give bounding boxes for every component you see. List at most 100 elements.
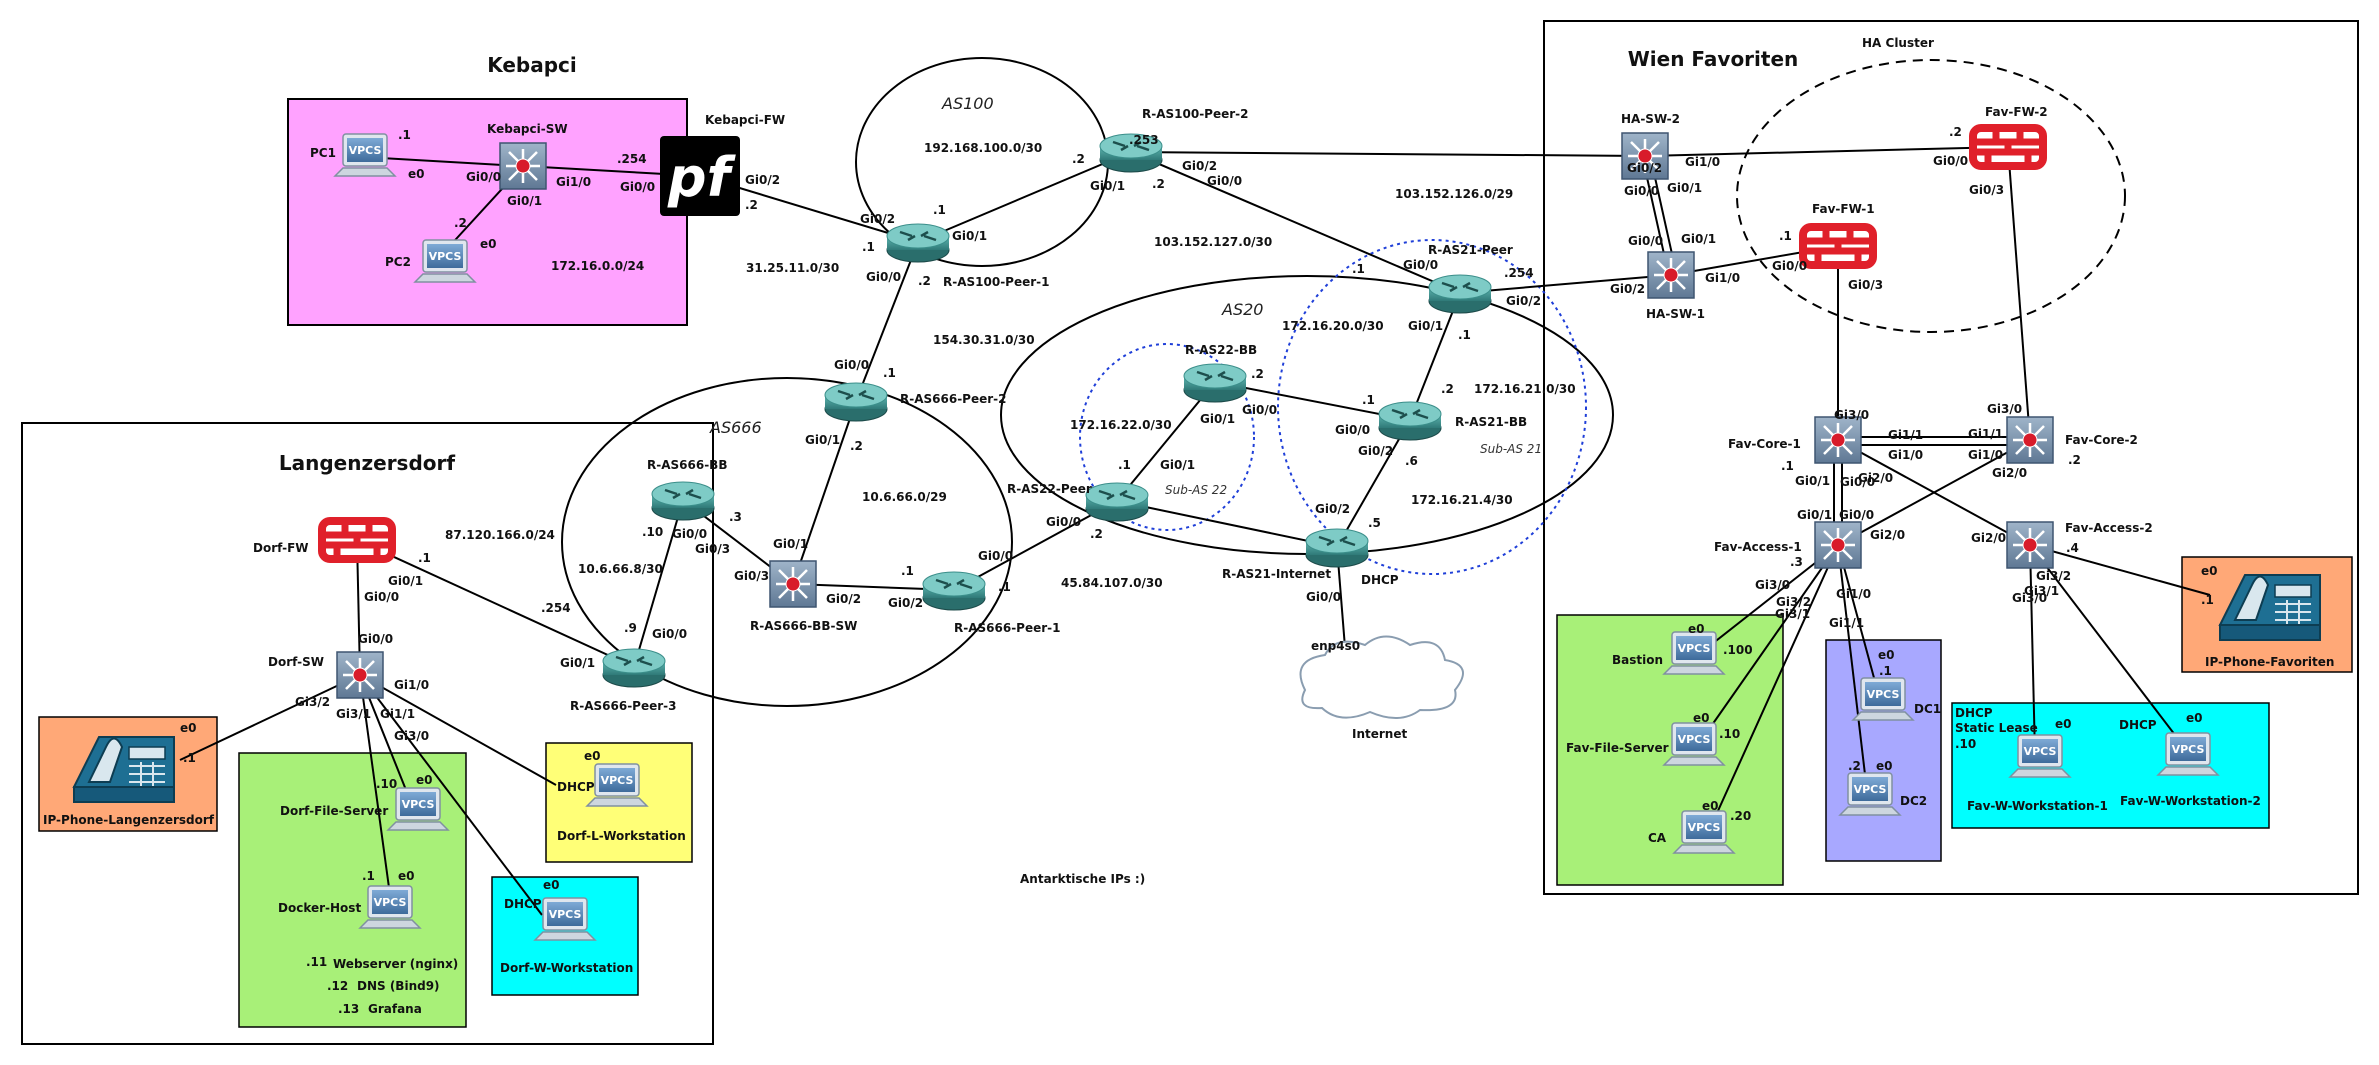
- interface-label: Gi0/1: [1160, 458, 1195, 472]
- interface-label: Gi0/0: [1403, 258, 1438, 272]
- dorf-sw-icon[interactable]: [335, 650, 385, 700]
- interface-label: Gi3/0: [1834, 408, 1869, 422]
- interface-label: .253: [1129, 133, 1159, 147]
- ha-sw-1-icon[interactable]: [1646, 250, 1696, 300]
- interface-label: Gi0/3: [695, 542, 730, 556]
- interface-label: .2: [1441, 382, 1454, 396]
- interface-label: .2: [1090, 527, 1103, 541]
- dorf-file-server-pc-icon[interactable]: VPCS: [387, 787, 449, 831]
- dorf-l-workstation-pc-icon[interactable]: VPCS: [586, 763, 648, 807]
- pc2-pc-icon[interactable]: VPCS: [414, 239, 476, 283]
- dc2-pc-icon[interactable]: VPCS: [1839, 772, 1901, 816]
- label-r-as666-peer-2: R-AS666-Peer-2: [900, 392, 1007, 406]
- interface-label: e0: [180, 721, 197, 735]
- fav-access-2-icon[interactable]: [2005, 520, 2055, 570]
- interface-label: Gi1/0: [1836, 587, 1871, 601]
- interface-label: Gi1/1: [380, 707, 415, 721]
- interface-label: Gi0/0: [364, 590, 399, 604]
- label-ca: CA: [1648, 831, 1667, 845]
- r-as666-bb-icon[interactable]: [650, 480, 716, 522]
- interface-label: Gi0/2: [1182, 159, 1217, 173]
- dc1-pc-icon[interactable]: VPCS: [1852, 677, 1914, 721]
- r-as666-bb-sw-icon[interactable]: [768, 559, 818, 609]
- label-r-as666-peer-3: R-AS666-Peer-3: [570, 699, 677, 713]
- fav-w-workstation-2-pc-icon[interactable]: VPCS: [2157, 732, 2219, 776]
- interface-label: .9: [624, 621, 637, 635]
- fav-core-2-icon[interactable]: [2005, 415, 2055, 465]
- interface-label: Gi0/2: [1627, 161, 1662, 175]
- dorf-w-workstation-pc-icon[interactable]: VPCS: [534, 897, 596, 941]
- r-as22-peer-icon[interactable]: [1084, 481, 1150, 523]
- fav-fw-2-icon[interactable]: [1973, 128, 2043, 166]
- wien-area: [1543, 20, 2359, 895]
- note-dhcp-static-3: .10: [1955, 737, 1976, 751]
- r-as666-peer-2-icon[interactable]: [823, 381, 889, 423]
- interface-label: .2: [1949, 125, 1962, 139]
- interface-label: .2: [1152, 177, 1165, 191]
- r-as21-peer-icon[interactable]: [1427, 273, 1493, 315]
- label-dorf-fw: Dorf-FW: [253, 541, 309, 555]
- fav-file-server-pc-icon[interactable]: VPCS: [1663, 722, 1725, 766]
- interface-label: Gi1/0: [1685, 155, 1720, 169]
- fav-core-1-icon[interactable]: [1813, 415, 1863, 465]
- interface-label: Gi0/0: [1335, 423, 1370, 437]
- docker-host-pc-icon[interactable]: VPCS: [359, 885, 421, 929]
- service-dns-name: DNS (Bind9): [357, 979, 440, 993]
- vpcs-screen-label: VPCS: [601, 774, 634, 787]
- vpcs-screen-label: VPCS: [549, 908, 582, 921]
- interface-label: Gi0/3: [1848, 278, 1883, 292]
- label-dorf-sw: Dorf-SW: [268, 655, 324, 669]
- interface-label: Gi0/0: [358, 632, 393, 646]
- subnet-172-20: 172.16.20.0/30: [1282, 319, 1384, 333]
- label-dhcp-internet: DHCP: [1361, 573, 1399, 587]
- ca-pc-icon[interactable]: VPCS: [1673, 810, 1735, 854]
- fav-workstation-area: [1951, 702, 2270, 829]
- fav-fw-1-icon[interactable]: [1803, 227, 1873, 265]
- r-as666-peer-1-icon[interactable]: [921, 570, 987, 612]
- langenzersdorf-area: [21, 422, 714, 1045]
- dorf-fw-icon[interactable]: [322, 521, 392, 559]
- interface-label: Gi0/0: [1933, 154, 1968, 168]
- pc1-pc-icon[interactable]: VPCS: [334, 133, 396, 177]
- pfsense-logo-icon[interactable]: pf: [660, 136, 740, 216]
- label-fav-fw-2: Fav-FW-2: [1985, 105, 2048, 119]
- label-fav-file-server: Fav-File-Server: [1566, 741, 1669, 755]
- label-r-as666-bb-sw: R-AS666-BB-SW: [750, 619, 857, 633]
- subnet-103-127: 103.152.127.0/30: [1154, 235, 1272, 249]
- note-antarktis: Antarktische IPs :): [1020, 872, 1145, 886]
- sub-as21-circle: [1277, 239, 1587, 575]
- kebapci-sw-icon[interactable]: [498, 141, 548, 191]
- interface-label: .1: [998, 580, 1011, 594]
- interface-label: Gi0/2: [1506, 294, 1541, 308]
- fav-w-workstation-1-pc-icon[interactable]: VPCS: [2009, 734, 2071, 778]
- label-fav-access-2: Fav-Access-2: [2065, 521, 2153, 535]
- interface-label: Gi1/0: [394, 678, 429, 692]
- interface-label: Gi0/0: [652, 627, 687, 641]
- interface-label: Gi0/0: [978, 549, 1013, 563]
- r-as22-bb-icon[interactable]: [1182, 362, 1248, 404]
- r-as21-bb-icon[interactable]: [1377, 400, 1443, 442]
- label-ha-sw-1: HA-SW-1: [1646, 307, 1705, 321]
- label-fav-core-2: Fav-Core-2: [2065, 433, 2138, 447]
- interface-label: Gi0/1: [1090, 179, 1125, 193]
- interface-label: DHCP: [504, 897, 542, 911]
- as20-label: AS20: [1221, 300, 1263, 319]
- r-as21-internet-icon[interactable]: [1304, 527, 1370, 569]
- label-r-as666-bb: R-AS666-BB: [647, 458, 727, 472]
- r-as100-peer-1-icon[interactable]: [885, 222, 951, 264]
- interface-label: Gi1/0: [1968, 448, 2003, 462]
- interface-label: .6: [1405, 454, 1418, 468]
- vpcs-screen-label: VPCS: [1867, 688, 1900, 701]
- interface-label: .10: [376, 777, 397, 791]
- vpcs-screen-label: VPCS: [374, 896, 407, 909]
- subnet-172-22: 172.16.22.0/30: [1070, 418, 1172, 432]
- bastion-pc-icon[interactable]: VPCS: [1663, 631, 1725, 675]
- label-fav-core-1: Fav-Core-1: [1728, 437, 1801, 451]
- interface-label: Gi0/2: [888, 596, 923, 610]
- r-as666-peer-3-icon[interactable]: [601, 647, 667, 689]
- label-dorf-file-server: Dorf-File-Server: [280, 804, 388, 818]
- interface-label: .2: [918, 274, 931, 288]
- interface-label: Gi0/1: [388, 574, 423, 588]
- fav-access-1-icon[interactable]: [1813, 520, 1863, 570]
- subnet-10-6-66-8: 10.6.66.8/30: [578, 562, 663, 576]
